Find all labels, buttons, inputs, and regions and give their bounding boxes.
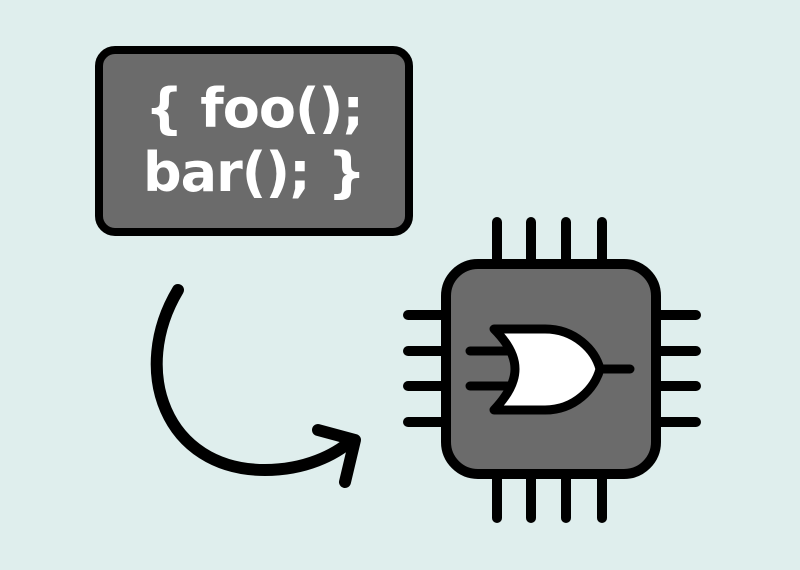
code-line-2: bar(); } <box>143 141 366 204</box>
code-block: { foo(); bar(); } <box>95 46 413 236</box>
arrow-shaft <box>150 284 358 476</box>
code-line-1: { foo(); <box>145 77 364 140</box>
or-gate-icon <box>465 324 635 415</box>
curved-arrow-icon <box>150 284 361 488</box>
microchip-icon <box>403 217 701 523</box>
arrow-head <box>312 424 361 488</box>
